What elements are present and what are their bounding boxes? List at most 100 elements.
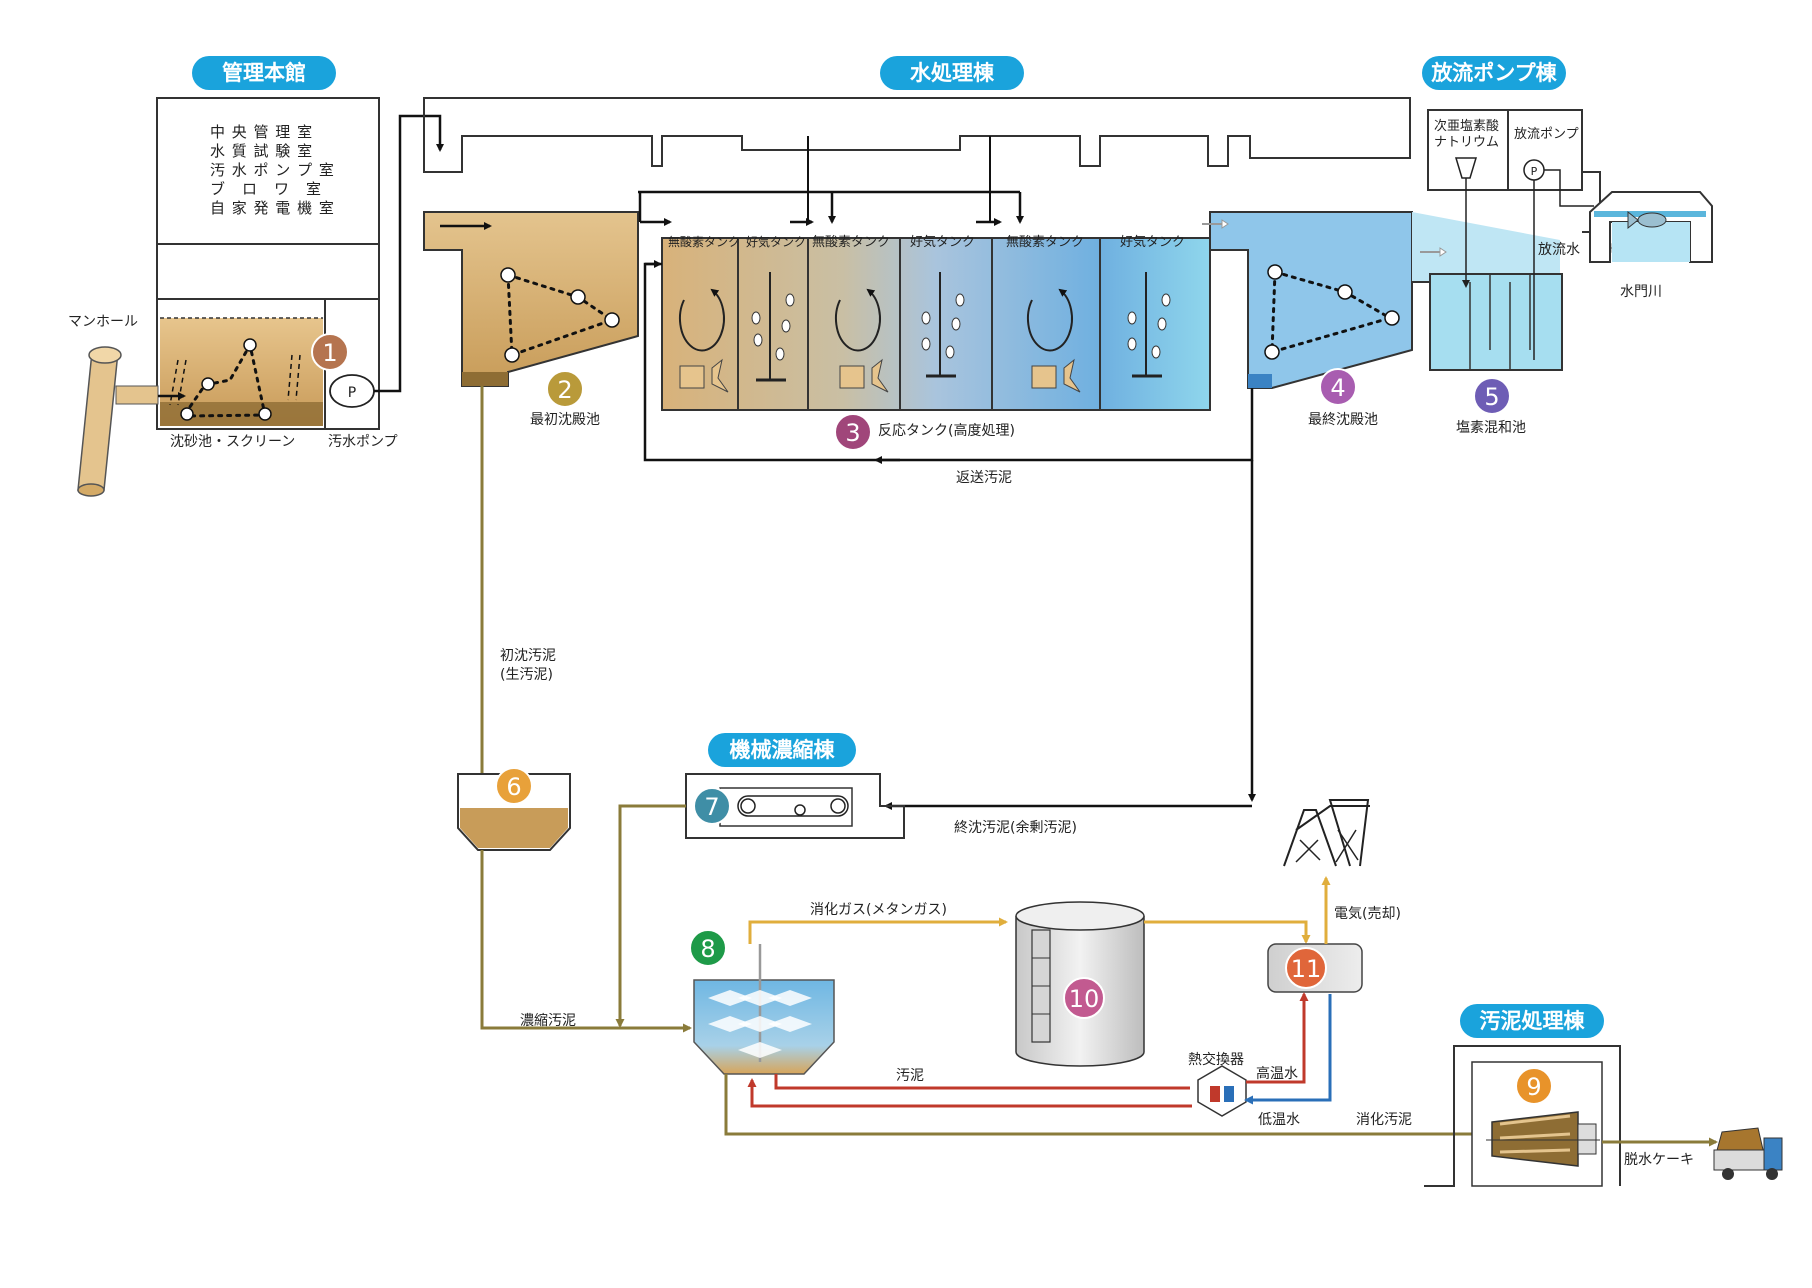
badge-9 <box>1515 1067 1553 1105</box>
transmission-tower-icon <box>1283 799 1370 867</box>
grit-screen-label: 沈砂池・スクリーン <box>170 434 295 450</box>
tank-anoxic-1-label: 無酸素タンク <box>668 234 740 249</box>
admin-room-5: 自 家 発 電 機 室 <box>210 199 335 217</box>
tank-aerobic-3-label: 好気タンク <box>1120 234 1185 250</box>
badge-2-number: 2 <box>557 376 572 404</box>
final-settling-tank <box>1209 211 1413 389</box>
badge-5 <box>1473 377 1511 415</box>
primary-sludge-label-2: (生汚泥) <box>500 667 553 683</box>
badge-3 <box>834 413 872 451</box>
pill-thickening-label: 機械濃縮棟 <box>730 738 836 762</box>
grit-chamber <box>160 317 323 426</box>
pill-thickening: 機械濃縮棟 <box>708 733 856 767</box>
badge-2 <box>546 370 584 408</box>
digested-sludge-pipe <box>724 1074 1498 1139</box>
badge-4-number: 4 <box>1330 374 1345 402</box>
primary-sludge-label-1: 初沈汚泥 <box>500 647 556 664</box>
primary-settling-label: 最初沈殿池 <box>530 411 600 428</box>
badge-8 <box>689 929 727 967</box>
river-label: 水門川 <box>1620 284 1662 300</box>
badge-10-number: 10 <box>1069 985 1100 1013</box>
river <box>1589 191 1713 263</box>
mixer-icon <box>678 288 729 393</box>
badge-9-number: 9 <box>1526 1073 1541 1101</box>
discharge-pump-symbol: P <box>1531 165 1538 178</box>
admin-building: 中 央 管 理 室 水 質 試 験 室 汚 水 ポ ン プ 室 ブ ロ ワ 室 … <box>156 97 380 430</box>
diffuser-icon <box>921 272 965 378</box>
tank-anoxic-3-label: 無酸素タンク <box>1006 235 1084 250</box>
pill-sludge-treatment: 汚泥処理棟 <box>1460 1004 1604 1038</box>
admin-room-4: ブ ロ ワ 室 <box>210 180 322 198</box>
heat-exchanger <box>1197 1065 1247 1117</box>
pill-sludge-treatment-bg <box>1460 1004 1604 1038</box>
digested-sludge-label: 消化汚泥 <box>1356 1112 1412 1128</box>
sewage-pump-label: 汚水ポンプ <box>328 434 398 450</box>
pill-admin: 管理本館 <box>192 56 336 90</box>
tank-aerobic-1-label: 好気タンク <box>746 234 806 249</box>
electricity-label: 電気(売却) <box>1334 906 1401 922</box>
water-treatment-building <box>423 97 1411 173</box>
diffuser-icon <box>1127 272 1171 378</box>
cold-water-label: 低温水 <box>1258 1112 1300 1128</box>
mechanical-thickened-pipe <box>615 804 686 1028</box>
hot-water-label: 高温水 <box>1256 1065 1298 1082</box>
pill-admin-bg <box>192 56 336 90</box>
final-settling-label: 最終沈殿池 <box>1308 412 1378 428</box>
pill-water-treatment-bg <box>880 56 1024 90</box>
primary-scraper-chain <box>506 272 616 358</box>
primary-settling-tank <box>423 211 639 387</box>
reaction-tank <box>661 237 1211 411</box>
digestion-gas-label: 消化ガス(メタンガス) <box>810 902 947 918</box>
dewatered-cake-label: 脱水ケーキ <box>1624 1152 1694 1168</box>
badge-1 <box>311 333 349 371</box>
truck-icon <box>1713 1127 1783 1180</box>
badge-6-number: 6 <box>506 773 521 801</box>
grit-screen-chain <box>183 340 267 418</box>
heat-exchanger-label: 熱交換器 <box>1188 1051 1244 1068</box>
digestion-gas-pipe-1 <box>748 917 1008 944</box>
mixer-icon <box>834 288 889 393</box>
sludge-treatment-building <box>1424 1045 1621 1187</box>
chlorine-tank-label: 塩素混和池 <box>1456 420 1526 436</box>
excess-sludge-label: 終沈汚泥(余剰汚泥) <box>954 819 1077 836</box>
admin-room-1: 中 央 管 理 室 <box>210 123 313 141</box>
admin-mid-room <box>156 243 380 300</box>
diffuser-icon <box>751 272 795 382</box>
belt-thickener-icon <box>737 795 849 817</box>
tank-anoxic-2-label: 無酸素タンク <box>812 235 890 250</box>
tank-aerobic-2-label: 好気タンク <box>910 234 975 250</box>
pill-sludge-treatment-label: 汚泥処理棟 <box>1480 1009 1586 1033</box>
gravity-thickener <box>457 773 571 851</box>
pill-discharge-pump: 放流ポンプ棟 <box>1422 56 1566 90</box>
sludge-label: 汚泥 <box>896 1068 924 1084</box>
thickened-sludge-label: 濃縮汚泥 <box>520 1013 576 1029</box>
badge-4 <box>1319 368 1357 406</box>
badge-11 <box>1285 947 1327 989</box>
hot-water-pipe <box>1246 992 1309 1084</box>
badge-5-number: 5 <box>1484 383 1499 411</box>
pump-icon: P <box>329 374 375 408</box>
sludge-return-pipe <box>747 1078 1192 1108</box>
discharge-water-label: 放流水 <box>1538 242 1580 258</box>
badge-11-number: 11 <box>1291 955 1322 983</box>
reaction-tank-label: 反応タンク(高度処理) <box>878 422 1015 439</box>
admin-room-3: 汚 水 ポ ン プ 室 <box>210 161 335 179</box>
pill-water-treatment-label: 水処理棟 <box>910 61 995 85</box>
discharge-pump-label: 放流ポンプ <box>1514 127 1579 142</box>
admin-room-2: 水 質 試 験 室 <box>210 142 313 160</box>
digestion-gas-pipe-2 <box>1144 920 1311 944</box>
cold-water-pipe <box>1244 994 1332 1105</box>
pump-to-primary-pipe <box>374 114 444 393</box>
centrifuge-icon <box>1486 1111 1600 1167</box>
mixer-icon <box>1026 288 1081 393</box>
sewage-pump-symbol: P <box>348 385 356 401</box>
badge-7 <box>693 787 731 825</box>
sludge-to-hx-pipe <box>774 1074 1190 1090</box>
badge-7-number: 7 <box>704 793 719 821</box>
badge-8-number: 8 <box>700 935 715 963</box>
chemical-tank-icon <box>1454 157 1478 179</box>
pill-thickening-bg <box>708 733 856 767</box>
manhole-label: マンホール <box>68 314 138 330</box>
hypochlorite-label-2: ナトリウム <box>1434 135 1499 150</box>
manhole-pipe-icon <box>77 346 159 497</box>
